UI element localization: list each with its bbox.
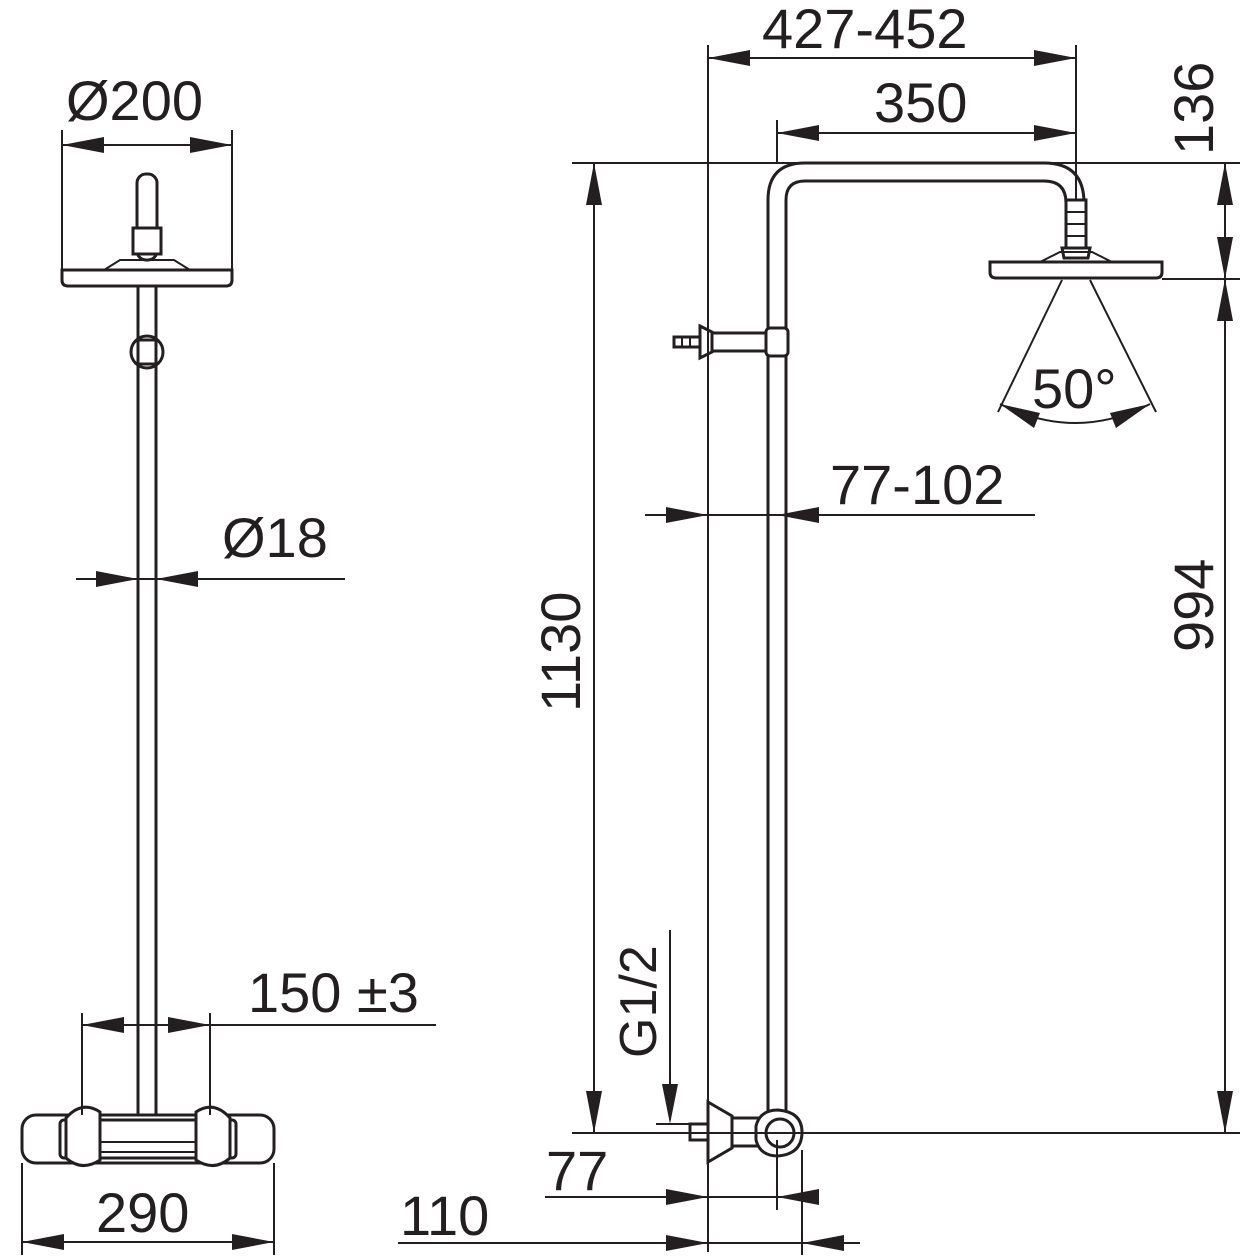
dim-head-drop: 136	[1162, 62, 1233, 279]
shower-head-side	[988, 260, 1164, 280]
riser-arm-inner	[784, 179, 1068, 1118]
wall-bracket-side	[672, 323, 790, 361]
shower-head-front	[60, 268, 234, 288]
label-thread-size: G1/2	[610, 945, 668, 1058]
label-pipe-diameter: Ø18	[222, 506, 328, 569]
label-head-height: 994	[1162, 559, 1225, 652]
arm-joint-front	[131, 226, 163, 256]
label-mixer-width: 290	[96, 1181, 189, 1244]
label-arm-length: 350	[874, 71, 967, 134]
label-total-height: 1130	[529, 592, 592, 712]
dim-head-diameter: Ø200	[61, 69, 233, 270]
dim-mixer-width: 290	[21, 1163, 275, 1255]
label-wall-offset: 77-102	[830, 453, 1004, 516]
dim-thread-size: G1/2	[610, 930, 678, 1124]
thermostatic-mixer-front	[20, 1105, 276, 1167]
front-view: Ø200 Ø18 150 ±3 290	[20, 69, 436, 1255]
dim-head-height: 994	[1162, 279, 1233, 1133]
dim-inlet-offset: 77	[545, 1139, 819, 1210]
label-inlet-offset: 77	[546, 1139, 608, 1202]
label-spray-angle: 50°	[1032, 357, 1117, 420]
dim-wall-offset: 77-102	[645, 453, 1035, 523]
dim-arm-length: 350	[777, 71, 1076, 141]
label-outreach-total: 427-452	[762, 0, 968, 60]
riser-pipe-front	[136, 283, 158, 1117]
side-view: 427-452 350 136 994 1130	[398, 0, 1240, 1255]
label-mixer-depth: 110	[400, 1184, 489, 1247]
dim-total-height: 1130	[529, 163, 602, 1133]
dim-outreach-total: 427-452	[708, 0, 1076, 66]
dim-inlet-spacing: 150 ±3	[81, 961, 436, 1115]
riser-arm-outer	[766, 161, 1086, 1118]
dim-spray-angle: 50°	[997, 279, 1157, 428]
dim-mixer-depth: 110	[398, 1150, 860, 1255]
label-inlet-spacing: 150 ±3	[248, 961, 419, 1024]
label-head-drop: 136	[1162, 62, 1225, 155]
dim-pipe-diameter: Ø18	[76, 506, 345, 587]
label-head-diameter: Ø200	[66, 69, 203, 132]
